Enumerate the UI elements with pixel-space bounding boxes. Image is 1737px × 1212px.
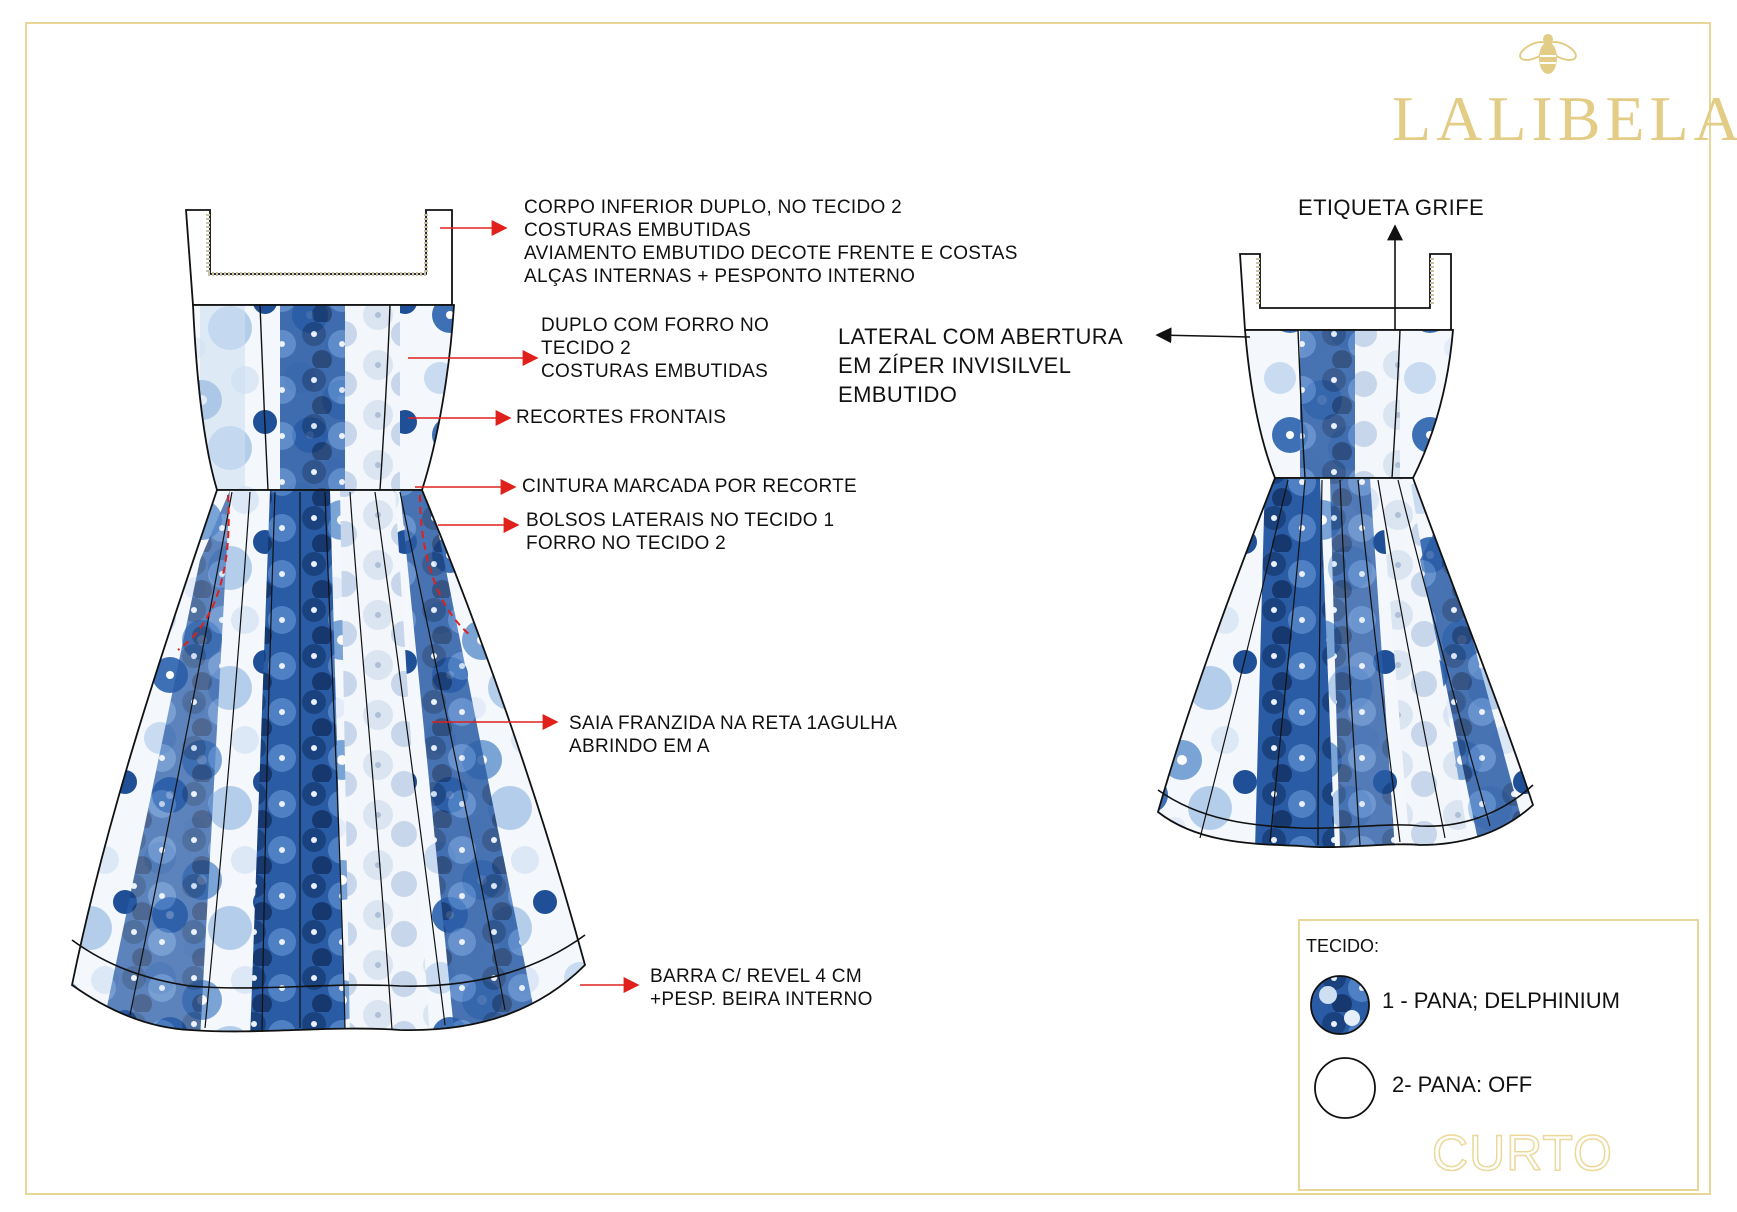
annotation-panels: RECORTES FRONTAIS xyxy=(516,406,726,429)
front-panel-seams xyxy=(259,304,391,491)
legend-fabric-1: 1 - PANA; DELPHINIUM xyxy=(1382,988,1620,1013)
front-skirt-outline xyxy=(71,489,587,1033)
annotation-line: BARRA C/ REVEL 4 CM xyxy=(650,966,862,987)
back-hem-line xyxy=(1157,784,1534,830)
annotation-line: CINTURA MARCADA POR RECORTE xyxy=(522,476,858,497)
back-panel-seams xyxy=(1297,329,1401,479)
annotation-line: FORRO NO TECIDO 2 xyxy=(526,533,727,554)
annotation-line: CORPO INFERIOR DUPLO, NO TECIDO 2 xyxy=(524,197,902,218)
annotation-hem: BARRA C/ REVEL 4 CM +PESP. BEIRA INTERNO xyxy=(650,965,873,1011)
annotation-line: SAIA FRANZIDA NA RETA 1AGULHA xyxy=(569,713,898,734)
annotation-line: BOLSOS LATERAIS NO TECIDO 1 xyxy=(526,510,835,531)
back-pleat-lines xyxy=(1199,479,1491,846)
annotation-line: ALÇAS INTERNAS + PESPONTO INTERNO xyxy=(524,266,916,287)
annotation-skirt: SAIA FRANZIDA NA RETA 1AGULHA ABRINDO EM… xyxy=(569,712,897,758)
front-pleat-lines xyxy=(129,491,506,1033)
back-dress xyxy=(1156,253,1535,849)
fabric-swatch-off xyxy=(1314,1057,1376,1119)
back-neck-trim xyxy=(1256,258,1434,306)
annotation-line: LATERAL COM ABERTURA xyxy=(838,324,1124,349)
annotation-line: COSTURAS EMBUTIDAS xyxy=(524,220,752,241)
front-neck-trim xyxy=(206,214,428,276)
annotation-waist: CINTURA MARCADA POR RECORTE xyxy=(522,475,857,498)
annotation-line: DUPLO COM FORRO NO xyxy=(541,315,770,336)
annotation-line: ABRINDO EM A xyxy=(569,736,710,757)
front-dress xyxy=(71,209,587,1033)
annotation-line: +PESP. BEIRA INTERNO xyxy=(650,989,873,1010)
front-strap-yoke xyxy=(185,209,453,306)
annotation-pockets: BOLSOS LATERAIS NO TECIDO 1 FORRO NO TEC… xyxy=(526,509,834,555)
annotation-bodice: DUPLO COM FORRO NO TECIDO 2 COSTURAS EMB… xyxy=(541,314,769,383)
annotation-line: TECIDO 2 xyxy=(541,338,632,359)
style-name: CURTO xyxy=(1431,1124,1613,1182)
legend-fabric-2: 2- PANA: OFF xyxy=(1392,1072,1533,1097)
back-arrows xyxy=(1155,224,1403,344)
annotation-upper: CORPO INFERIOR DUPLO, NO TECIDO 2 COSTUR… xyxy=(524,196,1018,288)
back-strap-yoke xyxy=(1239,253,1452,331)
front-arrows xyxy=(408,220,640,993)
annotation-line: EM ZÍPER INVISILVEL xyxy=(838,353,1072,378)
front-pocket-right xyxy=(419,494,471,636)
back-skirt-outline xyxy=(1156,477,1535,849)
annotation-zipper: LATERAL COM ABERTURA EM ZÍPER INVISILVEL… xyxy=(838,322,1123,409)
fabric-swatch-delphinium xyxy=(1310,975,1370,1035)
fabric-legend xyxy=(1298,919,1699,1191)
legend-title: TECIDO: xyxy=(1306,936,1380,956)
brand-logo-text: LALIBELA xyxy=(1392,83,1737,154)
annotation-line: AVIAMENTO EMBUTIDO DECOTE FRENTE E COSTA… xyxy=(524,243,1018,264)
annotation-line: RECORTES FRONTAIS xyxy=(516,407,727,428)
annotation-line: COSTURAS EMBUTIDAS xyxy=(541,361,769,382)
annotation-line: EMBUTIDO xyxy=(838,382,958,407)
front-hem-line xyxy=(71,934,586,989)
annotation-label: ETIQUETA GRIFE xyxy=(1298,195,1485,220)
bee-icon xyxy=(1519,34,1577,74)
page-border xyxy=(25,22,1711,1195)
